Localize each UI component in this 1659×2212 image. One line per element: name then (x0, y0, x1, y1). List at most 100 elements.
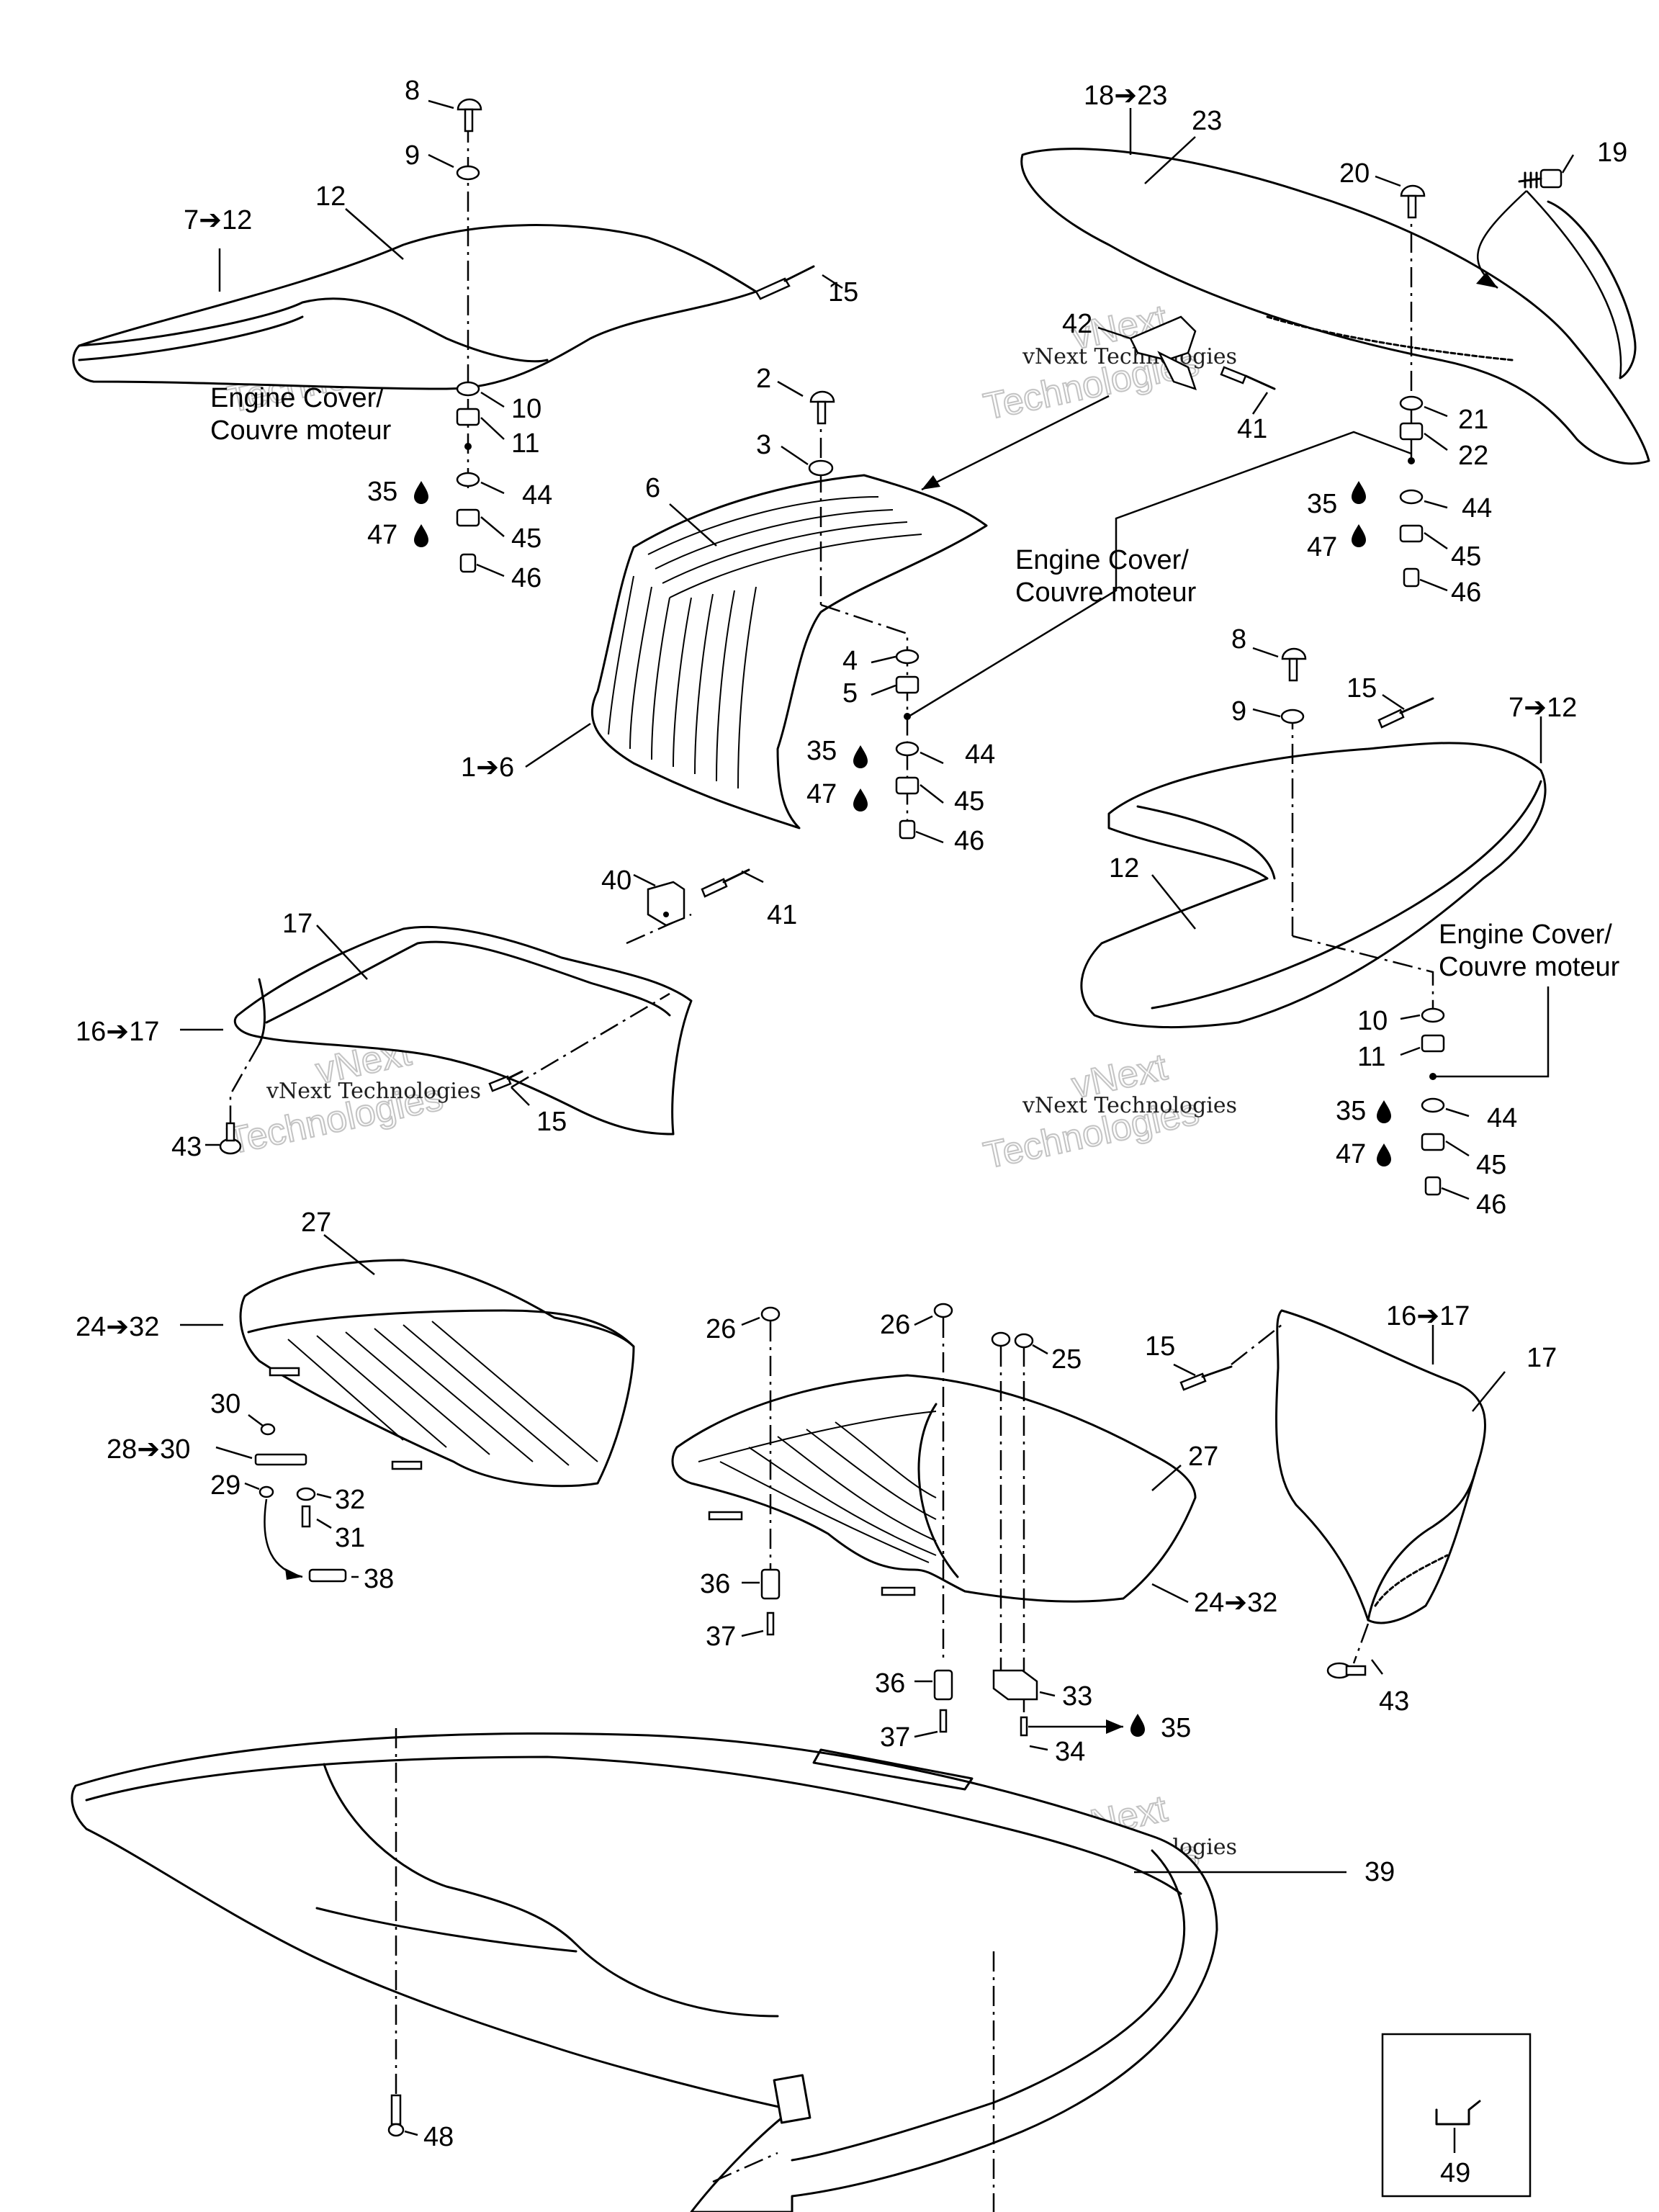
leader-line (323, 1234, 375, 1275)
part-label: 8 (405, 76, 420, 106)
engine-cover-note: Engine Cover/ (210, 383, 384, 413)
part-label: 43 (1379, 1686, 1409, 1717)
part-label: 18➔23 (1084, 81, 1167, 111)
leader-line (669, 503, 717, 547)
part-label: 17 (1527, 1343, 1557, 1373)
cushion-assembly-left-middle: 40 41 17 16➔17 43 15 (76, 866, 797, 1162)
part-label: 31 (335, 1523, 365, 1553)
nut-icon (456, 408, 480, 426)
engine-cover-note: Engine Cover/ (1015, 545, 1189, 575)
part-label: 16➔17 (76, 1017, 159, 1047)
junction-dot (904, 713, 911, 720)
leader-line (1526, 190, 1622, 379)
assembly-axis (820, 603, 909, 828)
leader-line (480, 391, 505, 408)
lubricant-drop-icon (853, 745, 868, 768)
push-pin-icon (1326, 1662, 1367, 1679)
leader-line (1144, 136, 1196, 184)
part-label: 25 (1051, 1344, 1082, 1375)
leader-line (1400, 1046, 1421, 1056)
button-head-icon (933, 1303, 953, 1318)
spacer-icon (933, 1669, 953, 1701)
nut-icon (895, 776, 920, 795)
leader-line (1029, 1745, 1048, 1751)
rivet-head-icon (258, 1485, 274, 1498)
cover-rib (647, 496, 879, 555)
leader-line (1382, 693, 1405, 711)
part-label: 47 (367, 520, 397, 550)
screw-icon (301, 1505, 311, 1528)
cover-rib (608, 575, 634, 735)
part-label: 37 (706, 1622, 736, 1652)
cushion-assembly-top-left: 8 9 7➔12 12 15 Engine Cover/ Couvre mote… (72, 76, 858, 593)
part-label: 10 (1357, 1006, 1388, 1036)
washer-icon (1399, 489, 1424, 505)
engine-cover-note: Couvre moteur (210, 415, 392, 446)
cushion-edge (258, 978, 266, 1046)
rivet-icon (387, 2094, 405, 2137)
part-label: 42 (1062, 309, 1092, 339)
leader-line (244, 1482, 260, 1491)
part-label: 35 (806, 736, 837, 766)
part-label: 46 (511, 563, 541, 593)
part-label: 15 (1346, 673, 1377, 703)
side-cushion-shape (1080, 742, 1547, 1029)
leader-line (480, 481, 505, 495)
part-label: 35 (1307, 489, 1337, 519)
part-label: 15 (536, 1107, 567, 1137)
part-label: 45 (511, 523, 541, 554)
rivet-icon (755, 265, 815, 300)
assembly-axis (712, 2152, 778, 2183)
leader-line (1441, 1187, 1470, 1200)
part-label: 37 (880, 1722, 910, 1753)
leader-line (316, 925, 368, 980)
cover-rib (716, 590, 735, 782)
part-label: 9 (1231, 696, 1246, 727)
leader-line (914, 1730, 938, 1738)
part-label: 12 (315, 181, 346, 212)
assembly-axis (1352, 1623, 1370, 1664)
part-label: 46 (954, 826, 984, 856)
part-label: 30 (210, 1389, 240, 1419)
washer-icon (1399, 395, 1424, 411)
rivet-icon (488, 1070, 523, 1092)
leader-line (1445, 1140, 1470, 1157)
cushion-edge (1151, 780, 1542, 1010)
strap-tab (269, 1367, 300, 1377)
seat-rib (748, 1447, 937, 1556)
engine-cover-shell-shape (71, 1732, 1218, 2212)
cushion-seam (1266, 315, 1514, 361)
part-label: 17 (282, 909, 313, 939)
leader-line (480, 516, 505, 537)
part-label: 44 (965, 739, 995, 770)
nut-icon (1399, 524, 1424, 543)
screw-icon (939, 1709, 948, 1733)
rivet-icon (1220, 366, 1276, 390)
part-label: 47 (1307, 532, 1337, 562)
seat-cushion-left-shape (239, 1259, 635, 1488)
part-label: 44 (1462, 493, 1492, 523)
leader-line (633, 873, 656, 887)
leader-line (1424, 531, 1448, 550)
leader-line (1032, 1344, 1048, 1355)
shell-latch (773, 2074, 811, 2124)
leader-line (525, 722, 591, 768)
strap-tab (391, 1460, 423, 1470)
seat-rib (403, 1324, 570, 1466)
part-label: 11 (511, 428, 539, 459)
leader-arrow (921, 395, 1110, 491)
leader-line (1472, 1371, 1506, 1412)
part-label: 46 (1451, 577, 1481, 608)
lubricant-drop-icon (414, 481, 428, 504)
clip-icon (1435, 2100, 1481, 2126)
part-label: 12 (1109, 853, 1139, 884)
cover-rib (694, 593, 714, 775)
leader-line (428, 99, 454, 109)
bracket-icon (647, 881, 685, 927)
washer-icon (1421, 1007, 1445, 1023)
part-label: 34 (1055, 1737, 1085, 1767)
inset-frame (1381, 2033, 1532, 2198)
leader-line (871, 684, 896, 696)
leader-line (1424, 500, 1448, 509)
